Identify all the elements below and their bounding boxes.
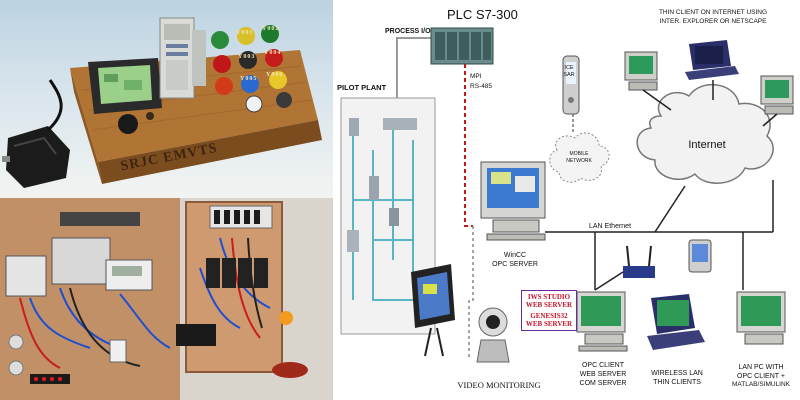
video-link <box>468 226 474 360</box>
internet-laptop <box>685 40 739 80</box>
mobile-phone <box>562 55 580 115</box>
touch-panel-device <box>411 264 455 357</box>
opc-client-label-2: WEB SERVER <box>579 371 627 378</box>
wireless-label-2: THIN CLIENTS <box>653 379 701 386</box>
pda-device <box>688 239 712 273</box>
diagram-graphics <box>340 27 794 363</box>
internet-links <box>642 80 778 127</box>
video-monitoring-label: VIDEO MONITORING <box>457 380 541 390</box>
network-diagram: PLC S7-300 PROCESS I/O PILOT PLANT MPI R… <box>333 0 800 400</box>
pushbutton-array <box>211 25 292 113</box>
iws-label-1: IWS STUDIO <box>527 293 571 301</box>
mpi-label: MPI <box>470 73 482 80</box>
control-panel-illustration <box>0 198 333 400</box>
internet-client-pc-1 <box>624 51 658 91</box>
trainer-button-label: Y004 <box>264 50 282 56</box>
plc-module <box>159 17 206 99</box>
lan-ethernet-links <box>545 180 774 291</box>
thin-client-label-1: THIN CLIENT ON INTERNET USING <box>658 9 768 16</box>
trainer-button-label: Y003 <box>238 54 256 60</box>
thin-client-label-2: INTER. EXPLORER OR NETSCAPE <box>659 18 767 25</box>
wireless-laptop <box>647 294 705 350</box>
plc-trainer-illustration <box>2 17 322 188</box>
iws-label-2: WEB SERVER <box>525 301 573 309</box>
trainer-button-label: Y001 <box>236 30 254 36</box>
process-io-link <box>396 37 435 98</box>
lan-ethernet-label: LAN Ethernet <box>589 223 632 230</box>
lan-pc-label-2: OPC CLIENT + <box>737 373 785 380</box>
opc-client-pc <box>576 291 628 352</box>
hmi-touch-panel <box>88 58 162 114</box>
wireless-router <box>623 245 655 278</box>
process-io-label: PROCESS I/O <box>385 28 431 35</box>
genesis-label-1: GENESIS32 <box>530 312 568 320</box>
opc-client-label-3: COM SERVER <box>579 380 627 387</box>
lan-pc-label-1: LAN PC WITH <box>738 364 784 371</box>
wincc-label-1: WinCC <box>503 252 527 259</box>
web-server-box: IWS STUDIO WEB SERVER GENESIS32 WEB SERV… <box>521 290 577 331</box>
internet-label: Internet <box>688 139 726 151</box>
mobile-network-label-2: NETWORK <box>566 158 592 164</box>
mobile-network-cloud <box>549 132 610 183</box>
phone-brand-1: ICE <box>564 65 574 71</box>
mpi-link <box>464 64 473 227</box>
mobile-network-label-1: MOBILE <box>569 151 589 157</box>
rs485-label: RS-485 <box>470 83 493 90</box>
plc-title: PLC S7-300 <box>447 7 518 22</box>
internet-cloud <box>636 83 774 184</box>
genesis-label-2: WEB SERVER <box>525 320 573 328</box>
pilot-plant-vessels <box>347 118 417 252</box>
pilot-plant-piping <box>352 120 414 301</box>
internet-client-pc-2 <box>760 75 794 115</box>
control-panel-photo <box>0 198 333 400</box>
opc-client-label-1: OPC CLIENT <box>581 362 625 369</box>
wireless-label-1: WIRELESS LAN <box>651 370 703 377</box>
lan-pc-label-3: MATLAB/SIMULINK <box>731 381 791 388</box>
rotary-knob <box>118 114 138 134</box>
phone-brand-2: SAR <box>563 72 575 78</box>
wincc-pc <box>480 161 546 241</box>
trainer-button-label: Y002 <box>262 26 280 32</box>
webcam <box>476 307 510 363</box>
trainer-button-label: Y005 <box>240 76 258 82</box>
wincc-label-2: OPC SERVER <box>492 261 538 268</box>
power-adapter <box>2 79 70 188</box>
plc-rack <box>430 27 494 65</box>
trainer-button-label: Y006 <box>266 72 284 78</box>
pilot-plant-label: PILOT PLANT <box>337 83 387 92</box>
lan-pc <box>736 291 786 345</box>
